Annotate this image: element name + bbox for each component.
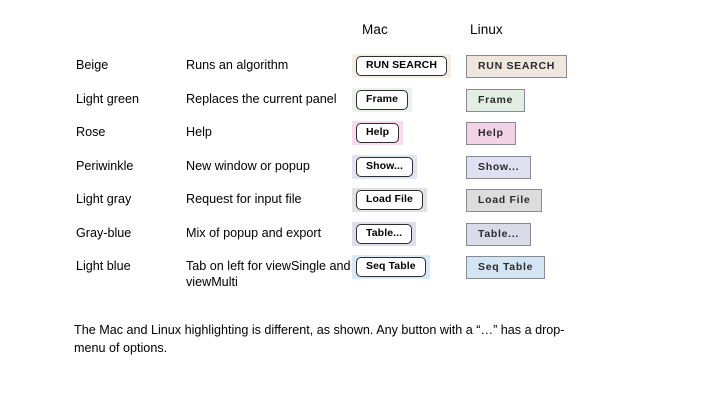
mac-button-cell: Show... — [352, 154, 418, 179]
table-row: Periwinkle New window or popup Show... Show… — [0, 153, 720, 187]
linux-button-cell: RUN SEARCH — [466, 54, 568, 79]
linux-button-wrap: Help — [466, 121, 516, 146]
mac-button[interactable]: Frame — [356, 89, 409, 110]
linux-button-cell: Frame — [466, 88, 526, 113]
mac-highlight-swatch: Frame — [352, 87, 413, 112]
mac-button[interactable]: Show... — [356, 156, 414, 177]
table-row: Gray-blue Mix of popup and export Table...… — [0, 220, 720, 254]
description-label: Request for input file — [186, 192, 302, 206]
linux-button[interactable]: Frame — [466, 88, 526, 112]
mac-button[interactable]: Load File — [356, 190, 423, 210]
linux-button[interactable]: Load File — [466, 189, 543, 212]
color-name-label: Light green — [76, 91, 140, 106]
column-header-linux: Linux — [470, 22, 503, 37]
color-name-label: Gray-blue — [76, 225, 132, 240]
footnote-text: The Mac and Linux highlighting is differ… — [74, 323, 565, 355]
table-row: Rose Help Help Help — [0, 119, 720, 153]
linux-button-wrap: Table... — [466, 222, 531, 247]
linux-button-cell: Table... — [466, 222, 531, 247]
mac-button-cell: Table... — [352, 221, 417, 246]
linux-button-cell: Seq Table — [466, 255, 546, 280]
mac-highlight-swatch: Help — [352, 121, 404, 145]
table-row: Light green Replaces the current panel Fra… — [0, 86, 720, 120]
mac-button-cell: Help — [352, 121, 404, 145]
description-label: Replaces the current panel — [186, 91, 337, 106]
color-name-label: Light blue — [76, 259, 131, 273]
legend-rows: Beige Runs an algorithm RUN SEARCH RUN SEAR… — [0, 52, 720, 293]
linux-button-wrap: Load File — [466, 188, 543, 213]
color-name-label: Beige — [76, 58, 109, 72]
mac-button-cell: RUN SEARCH — [352, 54, 452, 78]
mac-button[interactable]: RUN SEARCH — [356, 56, 448, 76]
color-name-label: Light gray — [76, 192, 132, 206]
mac-highlight-swatch: Table... — [352, 221, 417, 246]
mac-button-cell: Seq Table — [352, 255, 430, 279]
linux-button[interactable]: Help — [466, 122, 516, 145]
linux-button[interactable]: RUN SEARCH — [466, 55, 568, 78]
table-row: Beige Runs an algorithm RUN SEARCH RUN SEAR… — [0, 52, 720, 86]
linux-button-cell: Show... — [466, 155, 532, 180]
column-headers: Mac Linux — [0, 22, 720, 44]
linux-button-cell: Help — [466, 121, 516, 146]
linux-button-wrap: RUN SEARCH — [466, 54, 568, 79]
linux-button-wrap: Frame — [466, 88, 526, 113]
mac-highlight-swatch: Seq Table — [352, 255, 430, 279]
mac-highlight-swatch: Load File — [352, 188, 427, 212]
description-label: New window or popup — [186, 158, 310, 173]
description-label: Runs an algorithm — [186, 58, 289, 72]
mac-button-cell: Load File — [352, 188, 427, 212]
linux-button-cell: Load File — [466, 188, 543, 213]
color-name-label: Periwinkle — [76, 158, 134, 173]
linux-button-wrap: Seq Table — [466, 255, 546, 280]
mac-button[interactable]: Table... — [356, 223, 413, 244]
mac-button[interactable]: Seq Table — [356, 257, 426, 277]
mac-highlight-swatch: Show... — [352, 154, 418, 179]
linux-button[interactable]: Seq Table — [466, 256, 546, 279]
description-label: Help — [186, 125, 212, 139]
mac-highlight-swatch: RUN SEARCH — [352, 54, 452, 78]
description-label: Mix of popup and export — [186, 225, 322, 240]
linux-button[interactable]: Table... — [466, 222, 531, 246]
color-name-label: Rose — [76, 125, 106, 139]
column-header-mac: Mac — [362, 22, 388, 37]
description-label: Tab on left for viewSingle and viewMulti — [186, 259, 351, 289]
mac-button[interactable]: Help — [356, 123, 400, 143]
table-row: Light blue Tab on left for viewSingle and… — [0, 253, 720, 293]
mac-button-cell: Frame — [352, 87, 413, 112]
linux-button-wrap: Show... — [466, 155, 532, 180]
table-row: Light gray Request for input file Load Fil… — [0, 186, 720, 220]
linux-button[interactable]: Show... — [466, 155, 532, 179]
